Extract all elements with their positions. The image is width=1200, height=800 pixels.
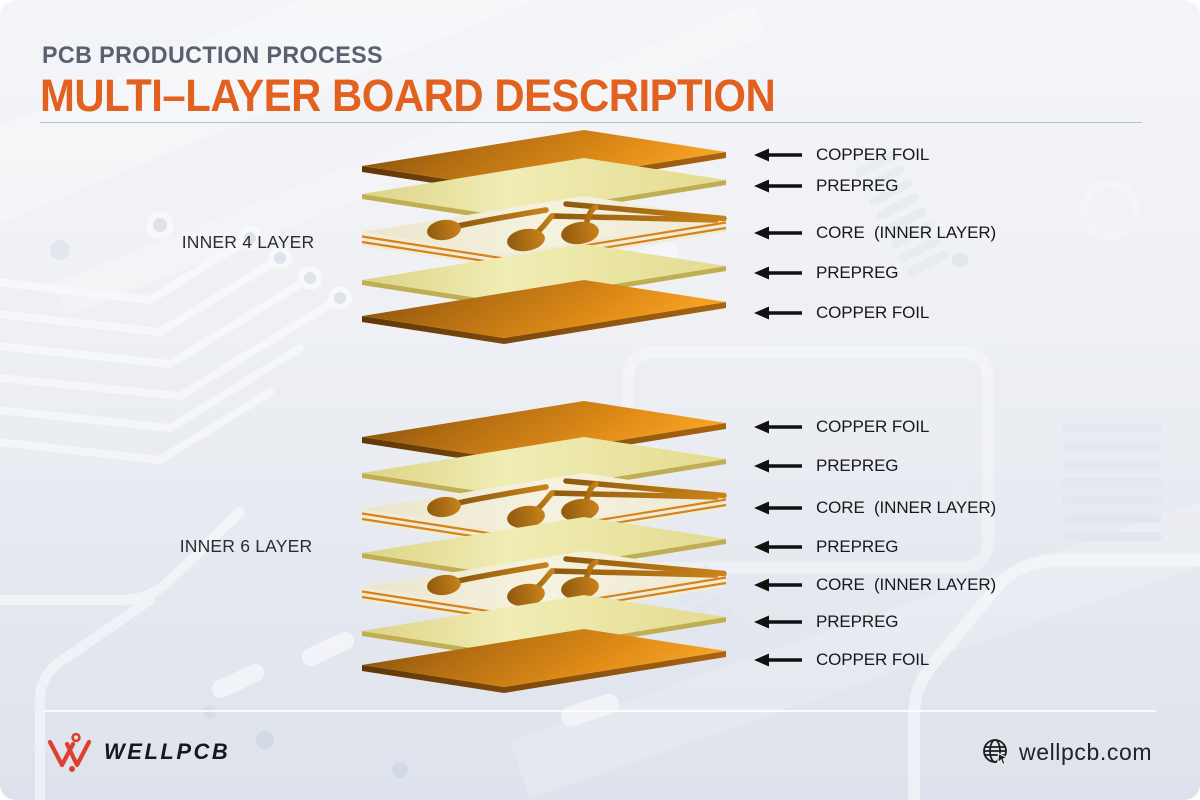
layer-label: PREPREG bbox=[816, 263, 899, 282]
arrow-left-icon bbox=[754, 148, 802, 162]
layer-label: CORE (INNER LAYER) bbox=[816, 223, 997, 242]
layer-label: COPPER FOIL bbox=[816, 417, 930, 436]
arrow-left-icon bbox=[754, 266, 802, 280]
wellpcb-logo-icon bbox=[47, 732, 92, 772]
arrow-left-icon bbox=[754, 615, 802, 629]
website-url[interactable]: wellpcb.com bbox=[1019, 738, 1153, 765]
inner-6-layer-label: INNER 6 LAYER bbox=[179, 536, 313, 556]
arrow-left-icon bbox=[754, 226, 802, 240]
layer-callout-row: CORE (INNER LAYER) bbox=[752, 223, 996, 243]
layer-callout-row: PREPREG bbox=[752, 263, 899, 283]
layer-callout-row: COPPER FOIL bbox=[752, 650, 929, 670]
layer-callout-row: COPPER FOIL bbox=[752, 145, 929, 165]
arrow-left-icon bbox=[754, 501, 802, 515]
layer-callout-row: PREPREG bbox=[752, 456, 899, 476]
layer-label: PREPREG bbox=[816, 176, 899, 195]
globe-cursor-icon bbox=[983, 739, 1010, 766]
header-kicker: PCB PRODUCTION PROCESS bbox=[42, 42, 383, 69]
layer-label: COPPER FOIL bbox=[816, 650, 930, 669]
layer-callout-row: PREPREG bbox=[752, 176, 899, 196]
website-link[interactable]: wellpcb.com bbox=[982, 738, 1152, 766]
inner-4-layer-label: INNER 4 LAYER bbox=[181, 232, 315, 252]
layer-callout-row: CORE (INNER LAYER) bbox=[752, 575, 996, 595]
layer-callout-row: PREPREG bbox=[752, 537, 899, 557]
layer-callout-row: COPPER FOIL bbox=[752, 417, 929, 437]
arrow-left-icon bbox=[754, 540, 802, 554]
header-divider bbox=[40, 122, 1142, 123]
layer-callout-row: PREPREG bbox=[752, 612, 899, 632]
layer-label: PREPREG bbox=[816, 612, 899, 631]
layer-label: COPPER FOIL bbox=[816, 145, 930, 164]
arrow-left-icon bbox=[754, 578, 802, 592]
arrow-left-icon bbox=[754, 420, 802, 434]
layer-callout-row: COPPER FOIL bbox=[752, 303, 929, 323]
layer-label: CORE (INNER LAYER) bbox=[816, 575, 997, 594]
page-title: MULTI–LAYER BOARD DESCRIPTION bbox=[40, 70, 776, 121]
arrow-left-icon bbox=[754, 179, 802, 193]
layer-callout-row: CORE (INNER LAYER) bbox=[752, 498, 996, 518]
arrow-left-icon bbox=[754, 459, 802, 473]
inner-4-layer-stack-illustration bbox=[356, 130, 732, 344]
arrow-left-icon bbox=[754, 653, 802, 667]
layer-label: COPPER FOIL bbox=[816, 303, 930, 322]
footer-divider bbox=[44, 710, 1156, 712]
brand-name: WELLPCB bbox=[104, 739, 231, 764]
arrow-left-icon bbox=[754, 306, 802, 320]
wellpcb-logo: WELLPCB bbox=[46, 731, 230, 773]
layer-label: CORE (INNER LAYER) bbox=[816, 498, 997, 517]
layer-label: PREPREG bbox=[816, 456, 899, 475]
layer-label: PREPREG bbox=[816, 537, 899, 556]
inner-6-layer-stack-illustration bbox=[356, 401, 732, 693]
